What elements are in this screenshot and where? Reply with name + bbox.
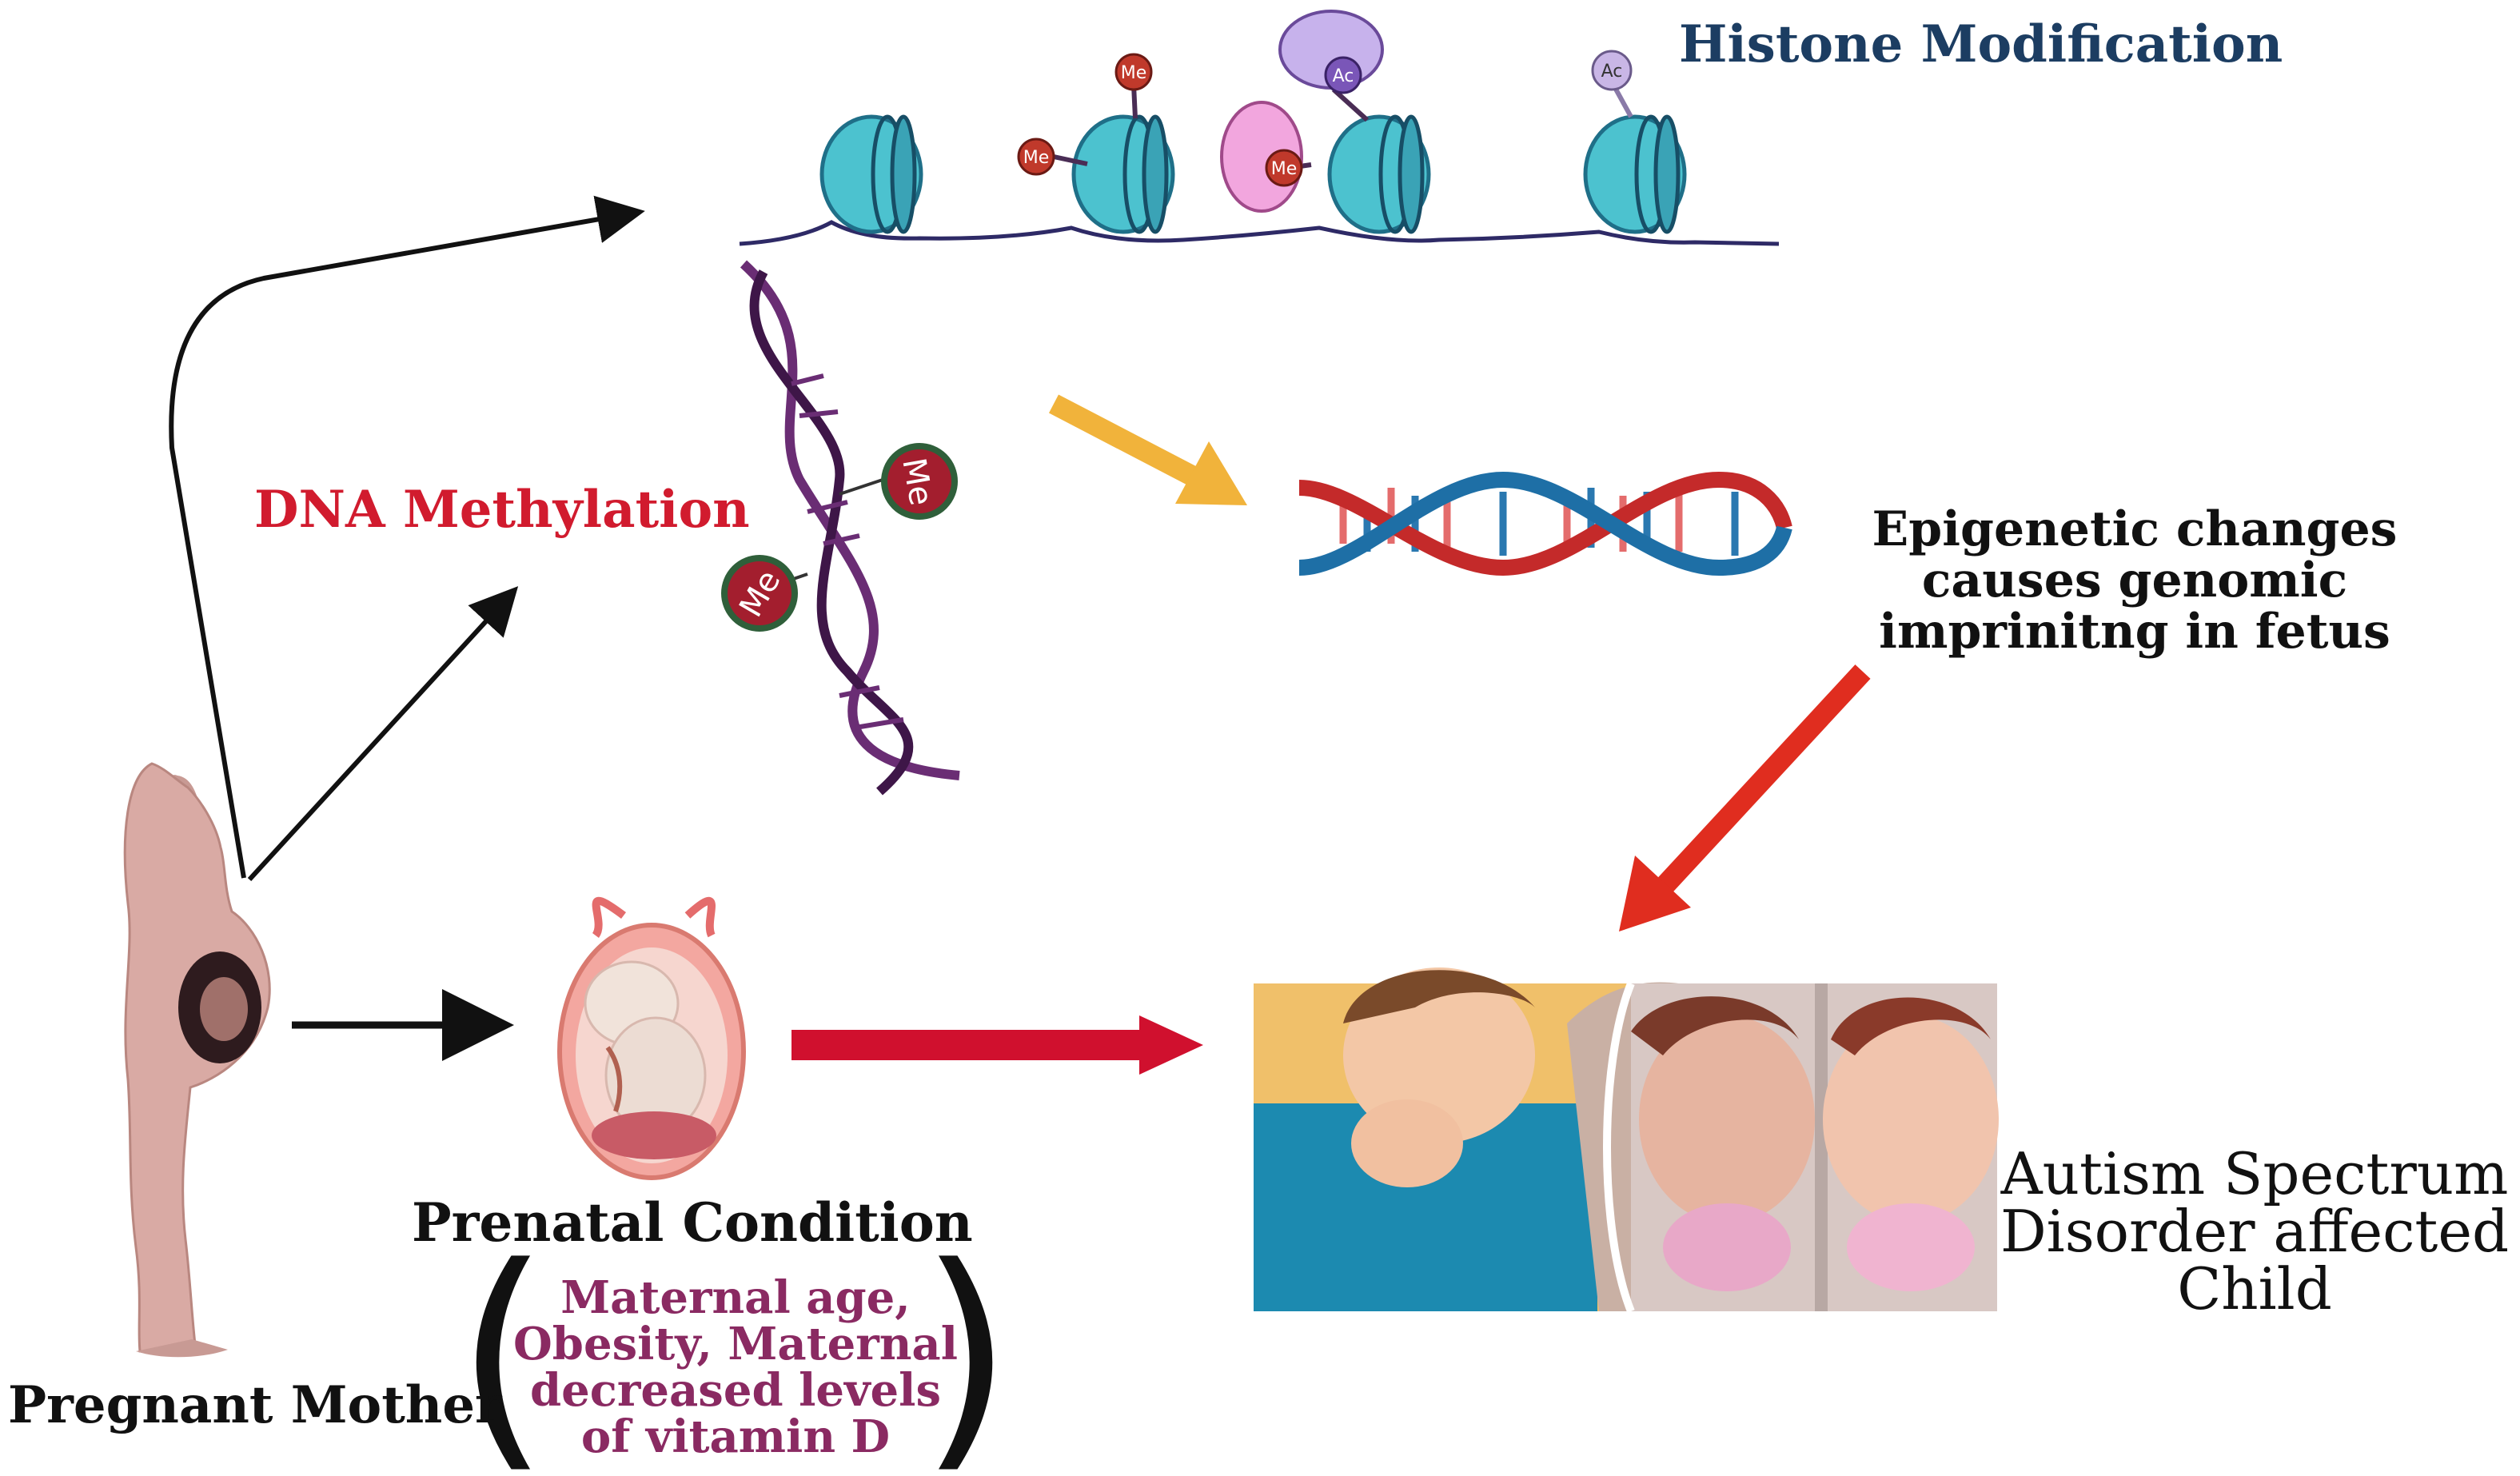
pregnant-mother-illustration <box>123 762 271 1358</box>
dna-methyl-mark-1: Me <box>881 443 958 520</box>
arrow-mother-to-histone <box>169 195 645 879</box>
svg-text:Me: Me <box>1121 63 1147 83</box>
dna-methyl-mark-2: Me <box>721 555 798 632</box>
nucleosome-3 <box>1327 114 1431 234</box>
prenatal-condition-label: Prenatal Condition <box>412 1191 973 1254</box>
svg-text:Ac: Ac <box>1333 66 1354 86</box>
histone-modification-label: Histone Modification <box>1679 14 2283 74</box>
methyl-mark-2: Me <box>1017 138 1055 176</box>
methyl-mark-3: Me <box>1265 149 1303 187</box>
svg-text:Me: Me <box>895 455 939 508</box>
methylated-dna-helix <box>740 260 960 796</box>
arrow-epigenetic-to-child <box>1619 664 1871 931</box>
epigenetic-changes-label: Epigenetic changes causes genomic imprin… <box>1872 501 2398 660</box>
asd-child-label: Autism Spectrum Disorder affected Child <box>2000 1140 2510 1322</box>
arrow-orange <box>1048 394 1247 505</box>
dna-methylation-label: DNA Methylation <box>254 480 750 540</box>
acetyl-mark-1: Ac <box>1324 56 1362 94</box>
close-parenthesis: ) <box>919 1215 1014 1476</box>
arrow-mother-to-methylation <box>247 586 519 882</box>
svg-text:Me: Me <box>1023 148 1050 168</box>
dna-helix-blue-red <box>1298 471 1792 576</box>
open-parenthesis: ( <box>456 1215 550 1476</box>
methyl-mark-1: Me <box>1114 53 1153 91</box>
fetus-in-uterus-illustration <box>557 896 746 1180</box>
pregnant-mother-label: Pregnant Mother <box>8 1375 502 1435</box>
chromatin-strand <box>739 220 1780 246</box>
nucleosome-1 <box>819 114 923 234</box>
maternal-factors-label: Maternal age, Obesity, Maternal decrease… <box>513 1271 958 1463</box>
svg-text:Me: Me <box>1271 159 1298 179</box>
acetyl-mark-2: Ac <box>1591 50 1633 91</box>
arrow-prenatal-to-child <box>791 1015 1203 1075</box>
asd-child-photo <box>1254 967 1999 1313</box>
nucleosome-4 <box>1583 114 1687 234</box>
svg-text:Ac: Ac <box>1601 62 1623 82</box>
nucleosome-2 <box>1071 114 1175 234</box>
